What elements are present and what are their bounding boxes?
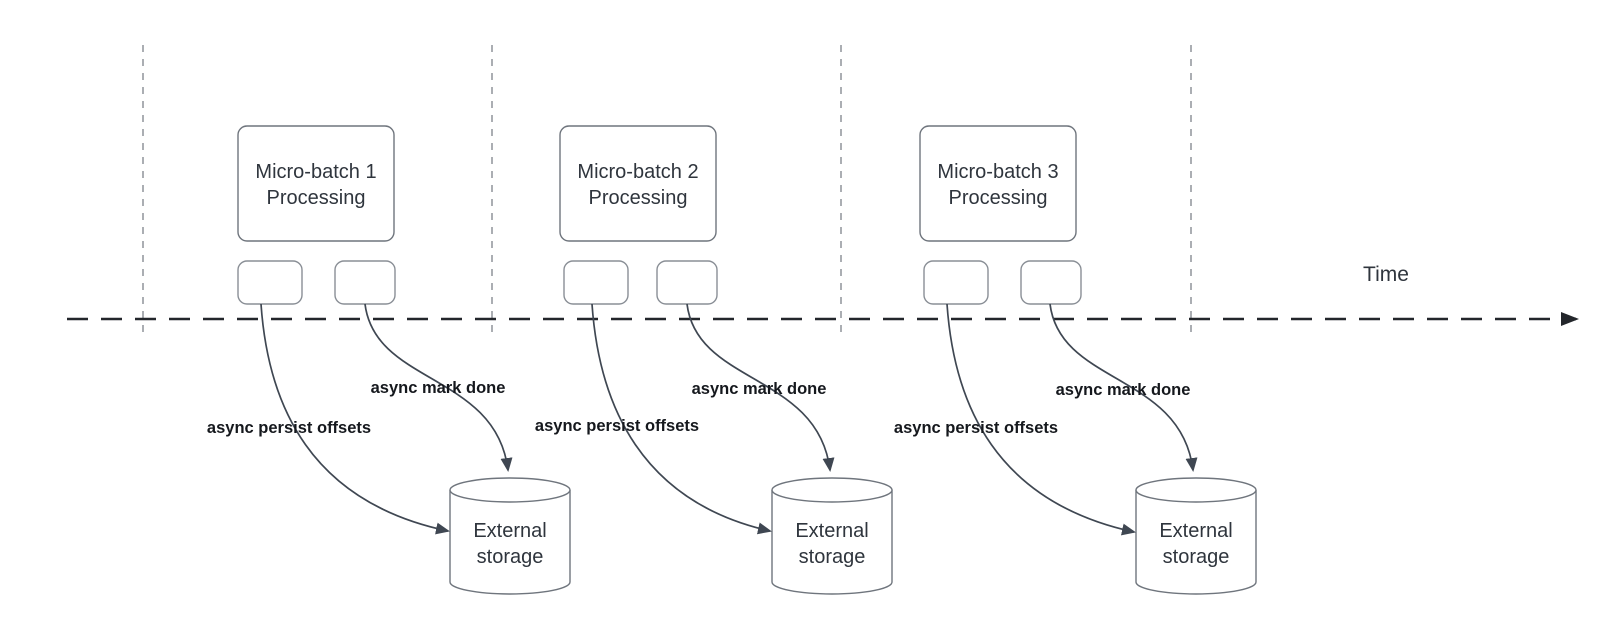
- mark-done-arrow-1: [364, 303, 513, 472]
- external-storage-2-line1: External: [795, 520, 868, 542]
- persist-offsets-label-3: async persist offsets: [894, 419, 1058, 437]
- external-storage-2: External storage: [771, 477, 893, 595]
- external-storage-3: External storage: [1135, 477, 1257, 595]
- mark-done-label-1: async mark done: [371, 379, 506, 397]
- external-storage-1-line2: storage: [477, 546, 544, 568]
- micro-batch-group-2: Micro-batch 2 Processing External storag…: [535, 125, 893, 595]
- persist-offsets-label-2: async persist offsets: [535, 417, 699, 435]
- micro-batch-1-processing-box: [237, 125, 395, 242]
- offset-node-1a: [237, 260, 303, 305]
- time-axis-label: Time: [1363, 263, 1409, 286]
- micro-batch-3-label-line1: Micro-batch 3: [937, 161, 1058, 183]
- mark-done-label-3: async mark done: [1056, 381, 1191, 399]
- micro-batch-1-label-line1: Micro-batch 1: [255, 161, 376, 183]
- persist-offsets-arrow-1: [260, 303, 450, 535]
- micro-batch-2-label-line1: Micro-batch 2: [577, 161, 698, 183]
- micro-batch-group-3: Micro-batch 3 Processing External storag…: [894, 125, 1257, 595]
- external-storage-3-line1: External: [1159, 520, 1232, 542]
- micro-batch-group-1: Micro-batch 1 Processing External storag…: [207, 125, 571, 595]
- external-storage-1: External storage: [449, 477, 571, 595]
- micro-batch-1-label-line2: Processing: [267, 187, 366, 209]
- micro-batch-2-processing-box: [559, 125, 717, 242]
- offset-node-3a: [923, 260, 989, 305]
- mark-done-label-2: async mark done: [692, 380, 827, 398]
- external-storage-1-line1: External: [473, 520, 546, 542]
- external-storage-2-line2: storage: [799, 546, 866, 568]
- micro-batch-3-label-line2: Processing: [949, 187, 1048, 209]
- offset-node-2b: [656, 260, 718, 305]
- offset-node-3b: [1020, 260, 1082, 305]
- external-storage-3-line2: storage: [1163, 546, 1230, 568]
- mark-done-arrow-3: [1049, 303, 1198, 472]
- mark-done-arrow-2: [686, 303, 835, 472]
- micro-batch-3-processing-box: [919, 125, 1077, 242]
- interval-guide-lines: [142, 45, 1192, 338]
- persist-offsets-arrow-3: [946, 303, 1136, 536]
- offset-node-2a: [563, 260, 629, 305]
- micro-batch-2-label-line2: Processing: [589, 187, 688, 209]
- persist-offsets-label-1: async persist offsets: [207, 419, 371, 437]
- offset-node-1b: [334, 260, 396, 305]
- persist-offsets-arrow-2: [591, 303, 772, 535]
